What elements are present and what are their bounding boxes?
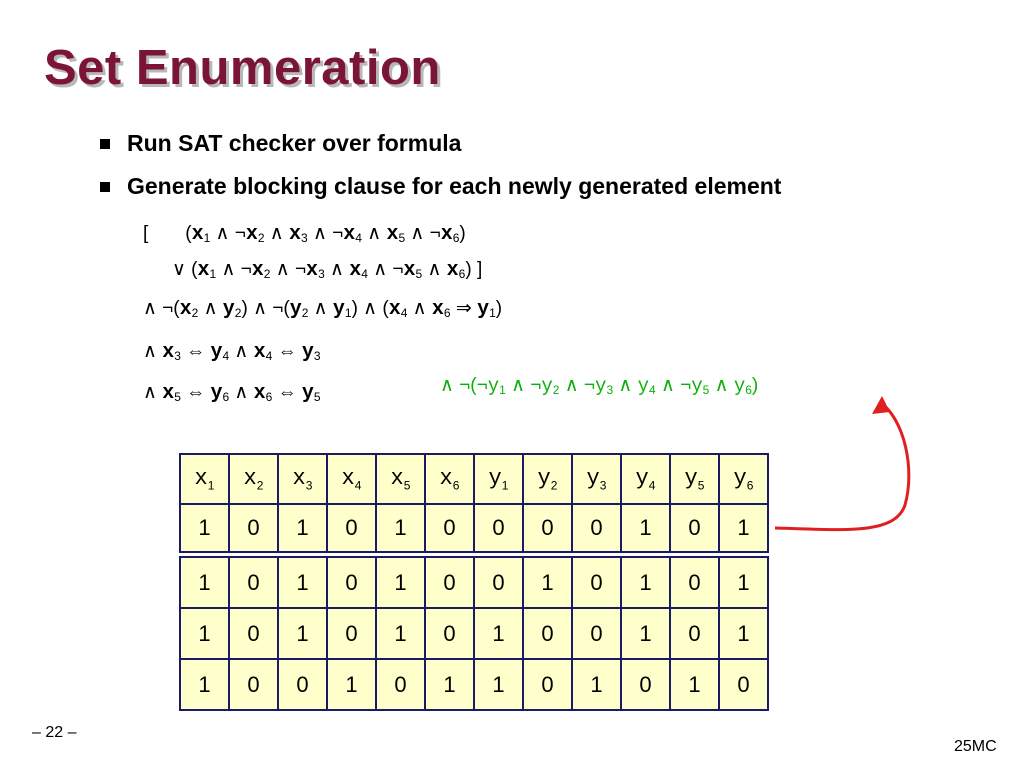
table-header-cell: x2 (228, 453, 279, 505)
table-cell: 0 (326, 503, 377, 553)
table-cell: 1 (718, 556, 769, 609)
table-cell: 1 (571, 658, 622, 711)
table-cell: 1 (179, 607, 230, 660)
table-cell: 0 (228, 607, 279, 660)
table-header-cell: x1 (179, 453, 230, 505)
table-header-cell: y5 (669, 453, 720, 505)
formula-line-5: ∧ x5 ⇔ y6 ∧ x6 ⇔ y5 (143, 382, 321, 405)
table-cell: 0 (620, 658, 671, 711)
table-cell: 1 (375, 607, 426, 660)
table-header-cell: x4 (326, 453, 377, 505)
table-cell: 1 (424, 658, 475, 711)
table-header-cell: y1 (473, 453, 524, 505)
table-cell: 0 (669, 503, 720, 553)
page-number: – 22 – (32, 724, 77, 741)
table-cell: 0 (228, 503, 279, 553)
table-cell: 0 (571, 556, 622, 609)
table-cell: 0 (375, 658, 426, 711)
table-header-cell: y2 (522, 453, 573, 505)
table-cell: 0 (473, 503, 524, 553)
blocking-clause: ∧ ¬(¬y1 ∧ ¬y2 ∧ ¬y3 ∧ y4 ∧ ¬y5 ∧ y6) (440, 375, 759, 397)
table-cell: 1 (179, 556, 230, 609)
table-cell: 0 (228, 658, 279, 711)
table-cell: 0 (326, 556, 377, 609)
table-cell: 1 (277, 556, 328, 609)
table-cell: 0 (522, 658, 573, 711)
table-cell: 0 (669, 607, 720, 660)
table-cell: 1 (620, 556, 671, 609)
square-bullet-icon (100, 182, 110, 192)
table-cell: 0 (424, 503, 475, 553)
table-cell: 1 (522, 556, 573, 609)
table-cell: 0 (473, 556, 524, 609)
table-cell: 1 (473, 607, 524, 660)
table-cell: 1 (473, 658, 524, 711)
table-cell: 1 (669, 658, 720, 711)
table-cell: 1 (179, 658, 230, 711)
formula-line-1: [ (x1 ∧ ¬x2 ∧ x3 ∧ ¬x4 ∧ x5 ∧ ¬x6) (143, 223, 466, 246)
formula-line-3: ∧ ¬(x2 ∧ y2) ∧ ¬(y2 ∧ y1) ∧ (x4 ∧ x6 ⇒ y… (143, 298, 503, 321)
formula-line-4: ∧ x3 ⇔ y4 ∧ x4 ⇔ y3 (143, 341, 321, 364)
table-cell: 1 (718, 607, 769, 660)
bullet-item: Run SAT checker over formula (100, 128, 781, 171)
course-label: 25MC (954, 738, 997, 755)
slide-title: Set Enumeration (44, 41, 441, 95)
table-cell: 1 (277, 503, 328, 553)
table-header-cell: x5 (375, 453, 426, 505)
table-cell: 1 (718, 503, 769, 553)
table-header-cell: y3 (571, 453, 622, 505)
table-cell: 0 (522, 503, 573, 553)
formula-line-2: ∨ (x1 ∧ ¬x2 ∧ ¬x3 ∧ x4 ∧ ¬x5 ∧ x6) ] (172, 259, 483, 282)
table-header-cell: x3 (277, 453, 328, 505)
table-cell: 1 (620, 607, 671, 660)
table-cell: 0 (424, 607, 475, 660)
table-header-cell: x6 (424, 453, 475, 505)
table-cell: 1 (375, 556, 426, 609)
table-cell: 1 (620, 503, 671, 553)
square-bullet-icon (100, 139, 110, 149)
table-cell: 0 (571, 607, 622, 660)
table-cell: 1 (277, 607, 328, 660)
table-cell: 0 (718, 658, 769, 711)
table-cell: 0 (277, 658, 328, 711)
table-cell: 0 (424, 556, 475, 609)
table-header-cell: y4 (620, 453, 671, 505)
table-cell: 1 (179, 503, 230, 553)
table-cell: 1 (375, 503, 426, 553)
table-cell: 0 (326, 607, 377, 660)
table-cell: 0 (669, 556, 720, 609)
bullet-list: Run SAT checker over formula Generate bl… (100, 128, 781, 214)
table-header-cell: y6 (718, 453, 769, 505)
table-cell: 0 (228, 556, 279, 609)
table-cell: 0 (522, 607, 573, 660)
table-cell: 0 (571, 503, 622, 553)
table-cell: 1 (326, 658, 377, 711)
bullet-item: Generate blocking clause for each newly … (100, 171, 781, 214)
